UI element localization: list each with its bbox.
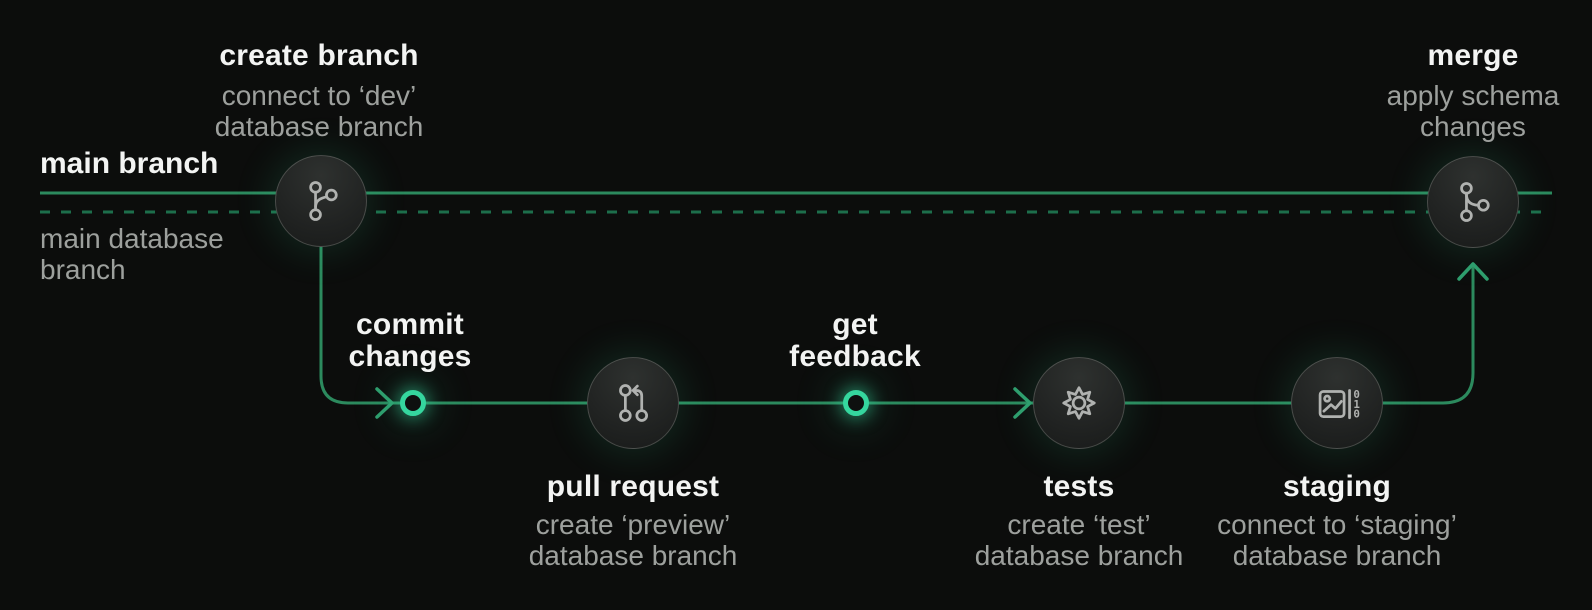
arrow-right-icon — [375, 387, 394, 419]
git-merge-icon — [1460, 182, 1490, 222]
get-feedback-label-line2: feedback — [789, 340, 921, 373]
staging-node: 0 1 0 — [1291, 357, 1383, 449]
tests-node — [1033, 357, 1125, 449]
staging-icon-digit: 1 — [1353, 398, 1360, 411]
merge-title: merge — [1427, 39, 1519, 72]
arrow-right-icon — [1013, 387, 1032, 419]
tests-subtitle: create ‘test’ database branch — [975, 509, 1184, 571]
git-pull-request-icon — [619, 384, 648, 422]
create-branch-subtitle-line2: database branch — [214, 111, 424, 142]
pull-request-subtitle-line2: database branch — [528, 540, 738, 571]
get-feedback-milestone — [843, 390, 869, 416]
commit-changes-label-line2: changes — [348, 340, 472, 373]
staging-icon-digit: 0 — [1353, 408, 1360, 421]
feature-branch-path — [319, 247, 1475, 405]
staging-subtitle-line1: connect to ‘staging’ — [1217, 509, 1457, 540]
pull-request-title: pull request — [546, 470, 720, 503]
commit-changes-label: commit changes — [348, 309, 471, 373]
merge-subtitle-line2: changes — [1420, 111, 1526, 142]
gear-icon — [1062, 386, 1096, 420]
create-branch-subtitle: connect to ‘dev’ database branch — [215, 80, 424, 142]
merge-node — [1427, 156, 1519, 248]
get-feedback-label: get feedback — [789, 309, 921, 373]
commit-changes-milestone — [400, 390, 426, 416]
main-database-branch-label-line2: branch — [40, 254, 126, 285]
main-database-branch-label-line1: main database — [40, 223, 224, 254]
tests-title: tests — [1043, 470, 1115, 503]
staging-icon-digit: 0 — [1353, 388, 1360, 401]
create-branch-subtitle-line1: connect to ‘dev’ — [221, 80, 417, 111]
main-branch-label: main branch — [40, 147, 219, 180]
main-database-branch-label: main database branch — [40, 223, 224, 285]
create-branch-title: create branch — [219, 39, 419, 72]
commit-changes-label-line1: commit — [356, 308, 464, 341]
pull-request-subtitle: create ‘preview’ database branch — [529, 509, 738, 571]
tests-subtitle-line1: create ‘test’ — [1007, 509, 1151, 540]
staging-data-icon: 0 1 0 — [1318, 388, 1360, 421]
merge-subtitle-line1: apply schema — [1386, 80, 1560, 111]
pull-request-node — [587, 357, 679, 449]
merge-subtitle: apply schema changes — [1387, 80, 1560, 142]
get-feedback-label-line1: get — [832, 308, 878, 341]
staging-title: staging — [1282, 470, 1392, 503]
create-branch-node — [275, 155, 367, 247]
staging-subtitle: connect to ‘staging’ database branch — [1217, 509, 1457, 571]
staging-subtitle-line2: database branch — [1232, 540, 1442, 571]
pull-request-subtitle-line1: create ‘preview’ — [535, 509, 731, 540]
tests-subtitle-line2: database branch — [974, 540, 1184, 571]
git-branch-icon — [309, 181, 338, 221]
arrow-up-icon — [1457, 262, 1489, 281]
